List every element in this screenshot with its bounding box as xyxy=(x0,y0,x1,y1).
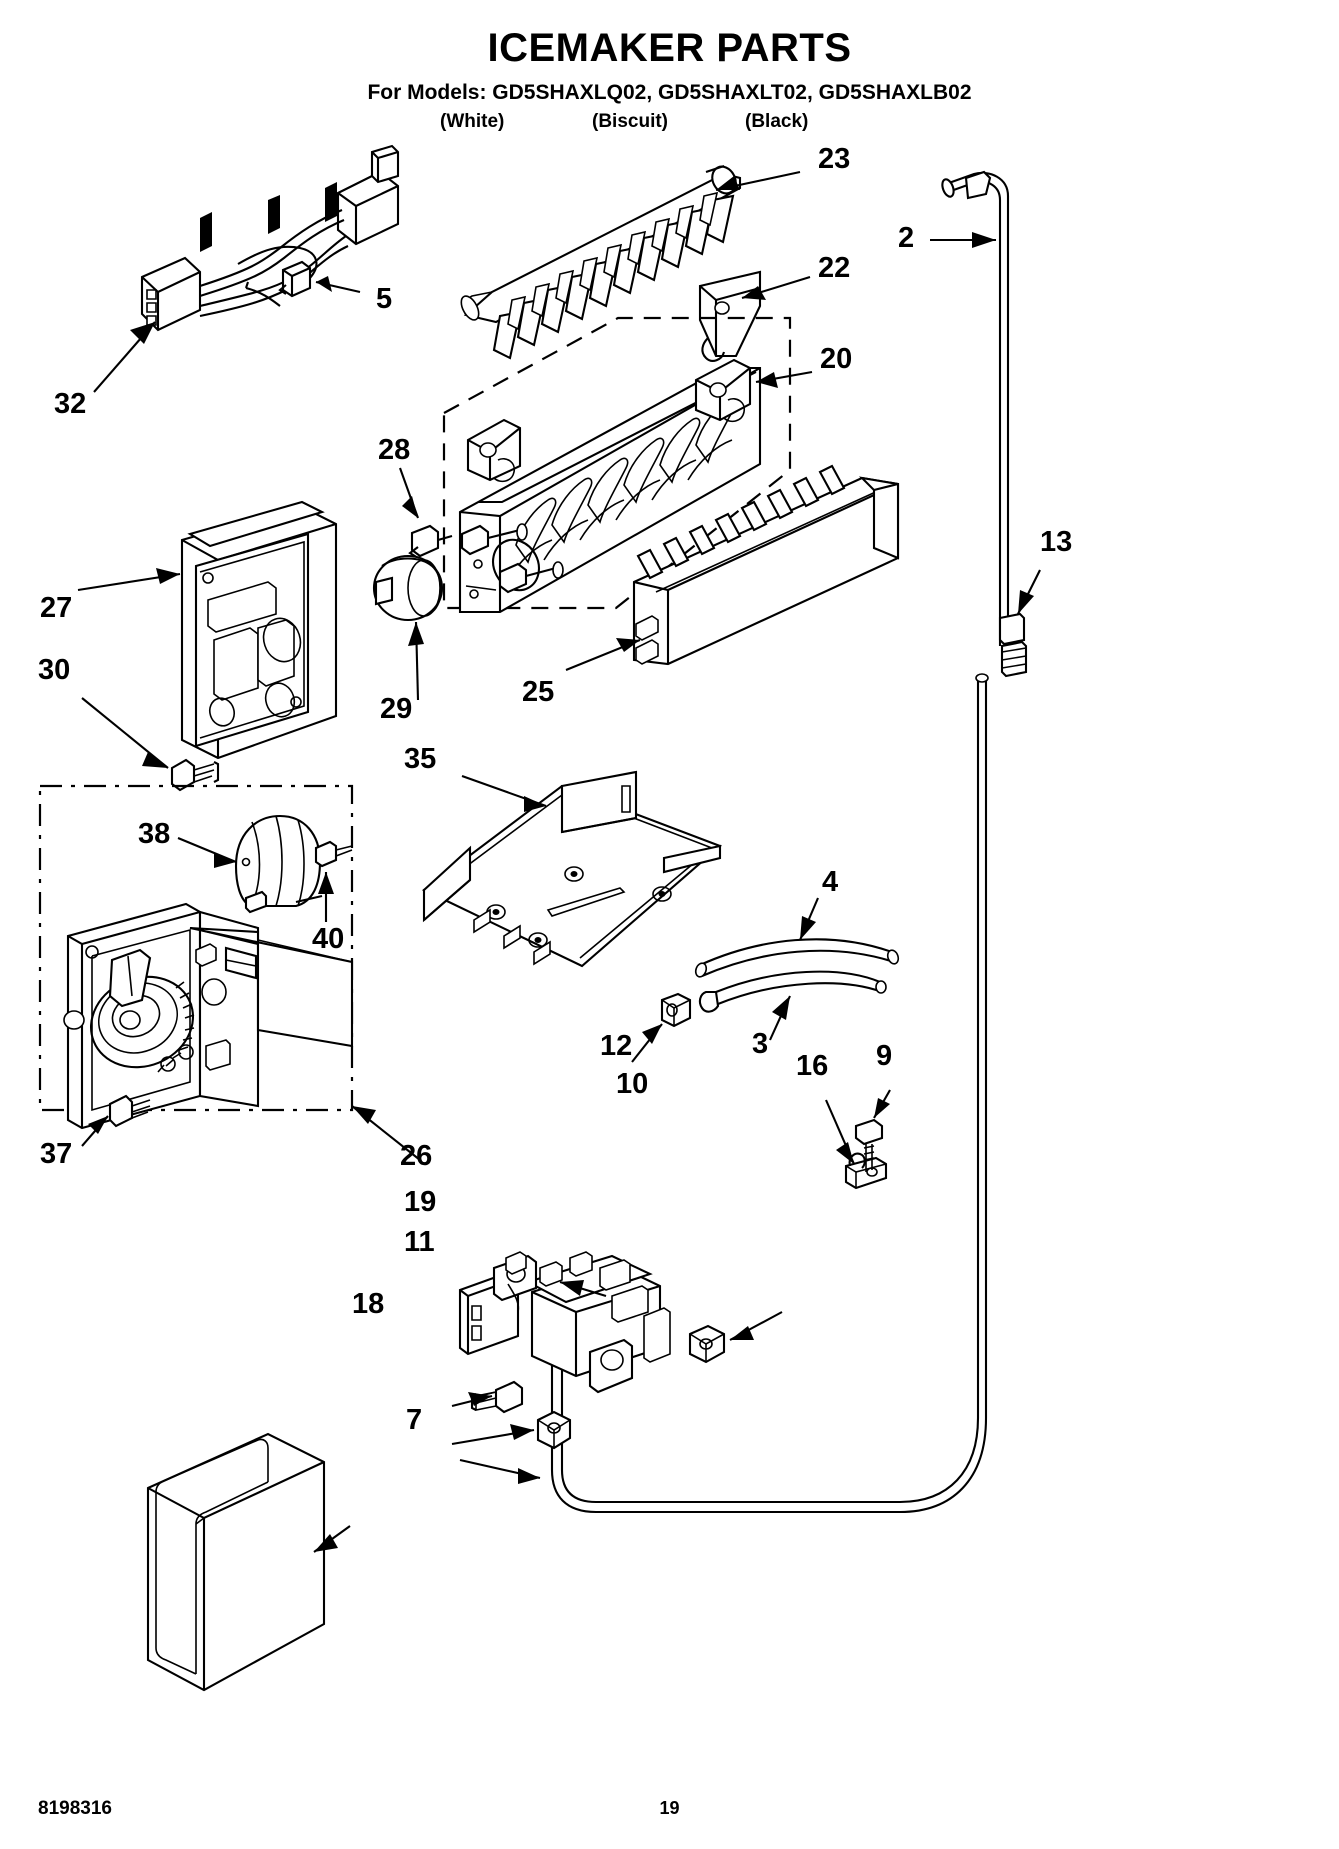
model-list: For Models: GD5SHAXLQ02, GD5SHAXLT02, GD… xyxy=(367,81,972,104)
part-40-line-nut xyxy=(690,1312,782,1362)
part-16-clamp-bracket xyxy=(826,1100,886,1188)
callout-25: 27 xyxy=(40,592,73,624)
part-12-tube-nut xyxy=(632,994,690,1062)
part-5-harness-clip xyxy=(280,262,360,296)
part-35-module-subassembly xyxy=(64,904,420,1160)
callout-12: 12 xyxy=(600,1030,633,1062)
callout-22: 22 xyxy=(818,252,851,284)
callout-37: 38 xyxy=(138,818,171,850)
part-28-module-screw xyxy=(82,698,218,790)
callout-26: 28 xyxy=(378,434,411,466)
callout-32: 32 xyxy=(54,388,87,420)
diagram-header: ICEMAKER PARTS For Models: GD5SHAXLQ02, … xyxy=(0,0,1339,137)
callout-18: 18 xyxy=(352,1288,385,1320)
part-9-clamp-screw xyxy=(856,1090,890,1172)
part-19-valve-screw xyxy=(452,1382,522,1412)
color-label-black: (Black) xyxy=(745,111,809,132)
page-title: ICEMAKER PARTS xyxy=(487,26,852,70)
part-7-water-line xyxy=(460,674,988,1512)
part-10-water-valve xyxy=(460,1252,670,1392)
callout-20: 20 xyxy=(820,343,853,375)
part-13-tube-coupling xyxy=(1000,570,1040,676)
part-2-fill-tube xyxy=(930,172,1008,646)
color-label-biscuit: (Biscuit) xyxy=(592,111,668,132)
callout-9: 9 xyxy=(876,1040,893,1072)
assembly-boundary-module xyxy=(40,786,352,1110)
callout-3: 3 xyxy=(752,1028,769,1060)
callout-30: 37 xyxy=(40,1138,73,1170)
callout-4: 4 xyxy=(822,866,839,898)
part-18-insulation-block xyxy=(148,1434,350,1690)
callout-11: 11 xyxy=(404,1226,435,1258)
part-4-upper-tube xyxy=(694,898,900,978)
callout-10: 10 xyxy=(616,1068,649,1100)
part-11-valve-nut xyxy=(452,1412,570,1448)
assembly-boundary-mold xyxy=(444,318,790,608)
part-20-ice-mold xyxy=(460,360,812,612)
part-23-ejector-blade xyxy=(458,162,800,358)
color-label-white: (White) xyxy=(440,111,505,132)
callout-23: 23 xyxy=(818,143,851,175)
callout-19: 19 xyxy=(404,1186,437,1218)
callout-35: 26 xyxy=(400,1140,433,1172)
part-32-wiring-harness xyxy=(94,146,398,392)
part-38-motor-screw xyxy=(316,842,352,922)
callout-16: 16 xyxy=(796,1050,829,1082)
part-29-trough-bracket xyxy=(424,772,720,966)
callout-5: 5 xyxy=(376,283,393,315)
part-24-ice-stripper xyxy=(566,466,898,670)
page-number: 19 xyxy=(659,1798,680,1818)
callout-28: 30 xyxy=(38,654,71,686)
callout-27: 29 xyxy=(380,693,413,725)
part-27-heater-motor xyxy=(374,556,442,700)
callout-38: 40 xyxy=(312,923,345,955)
callout-24: 25 xyxy=(522,676,555,708)
part-26-thermostat-clip xyxy=(400,468,452,558)
part-30-plate-screw xyxy=(82,1096,150,1146)
part-25-module-cover xyxy=(78,502,336,758)
callout-29: 35 xyxy=(404,743,437,775)
callout-13: 13 xyxy=(1040,526,1073,558)
part-37-drive-motor xyxy=(178,816,322,912)
part-3-lower-tube xyxy=(700,972,886,1040)
form-number: 8198316 xyxy=(38,1798,112,1819)
color-legend: (White) (Biscuit) (Black) xyxy=(0,111,1339,137)
callout-7: 7 xyxy=(406,1404,423,1436)
callout-2: 2 xyxy=(898,222,915,254)
part-22-fill-cup xyxy=(700,272,810,361)
